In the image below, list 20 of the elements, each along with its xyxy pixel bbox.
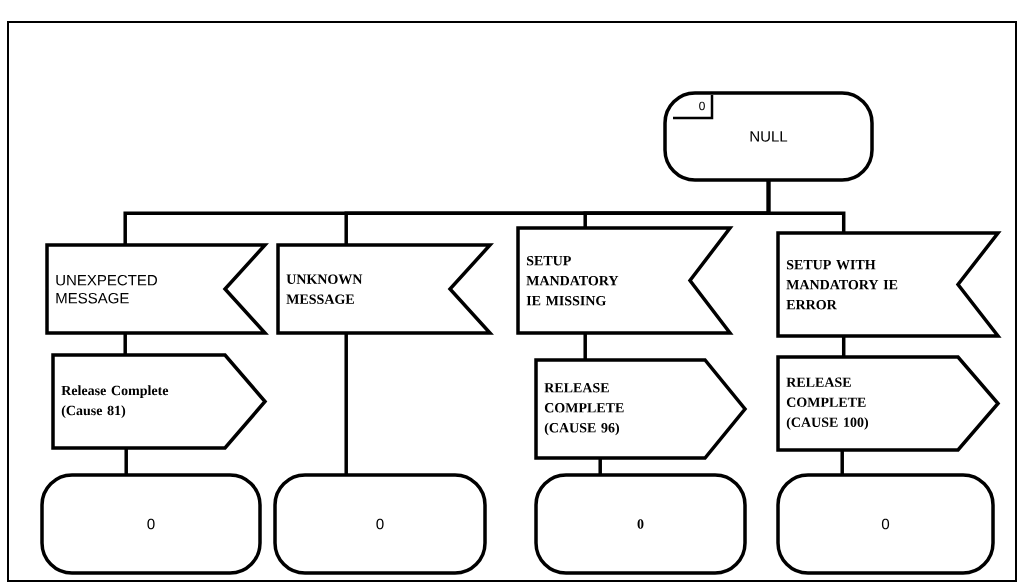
input-signal-box: UNEXPECTED MESSAGE [45, 243, 269, 335]
state-box: 0 [40, 473, 262, 575]
connector-line [124, 448, 128, 475]
connector-line [766, 180, 846, 233]
input-signal-box: UNKNOWN MESSAGE [276, 243, 494, 335]
output-signal-box: Release Complete (Cause 81) [51, 353, 268, 450]
state-box: 0 [776, 473, 995, 575]
state-box: NULL 0 [663, 91, 874, 182]
input-signal-box: SETUP MANDATORY IE MISSING [516, 226, 734, 335]
connector-line [840, 450, 844, 475]
connector-line [583, 333, 587, 360]
output-signal-box: RELEASE COMPLETE (CAUSE 96) [534, 358, 748, 460]
connector-line [598, 458, 602, 475]
output-signal-box: RELEASE COMPLETE (CAUSE 100) [776, 355, 1001, 452]
state-box: 0 [273, 473, 487, 575]
input-signal-box: SETUP WITH MANDATORY IE ERROR [776, 231, 1002, 338]
connector-line [344, 333, 348, 475]
connector-line [123, 333, 127, 355]
connector-line [841, 336, 846, 357]
state-box: 0 [534, 473, 747, 575]
